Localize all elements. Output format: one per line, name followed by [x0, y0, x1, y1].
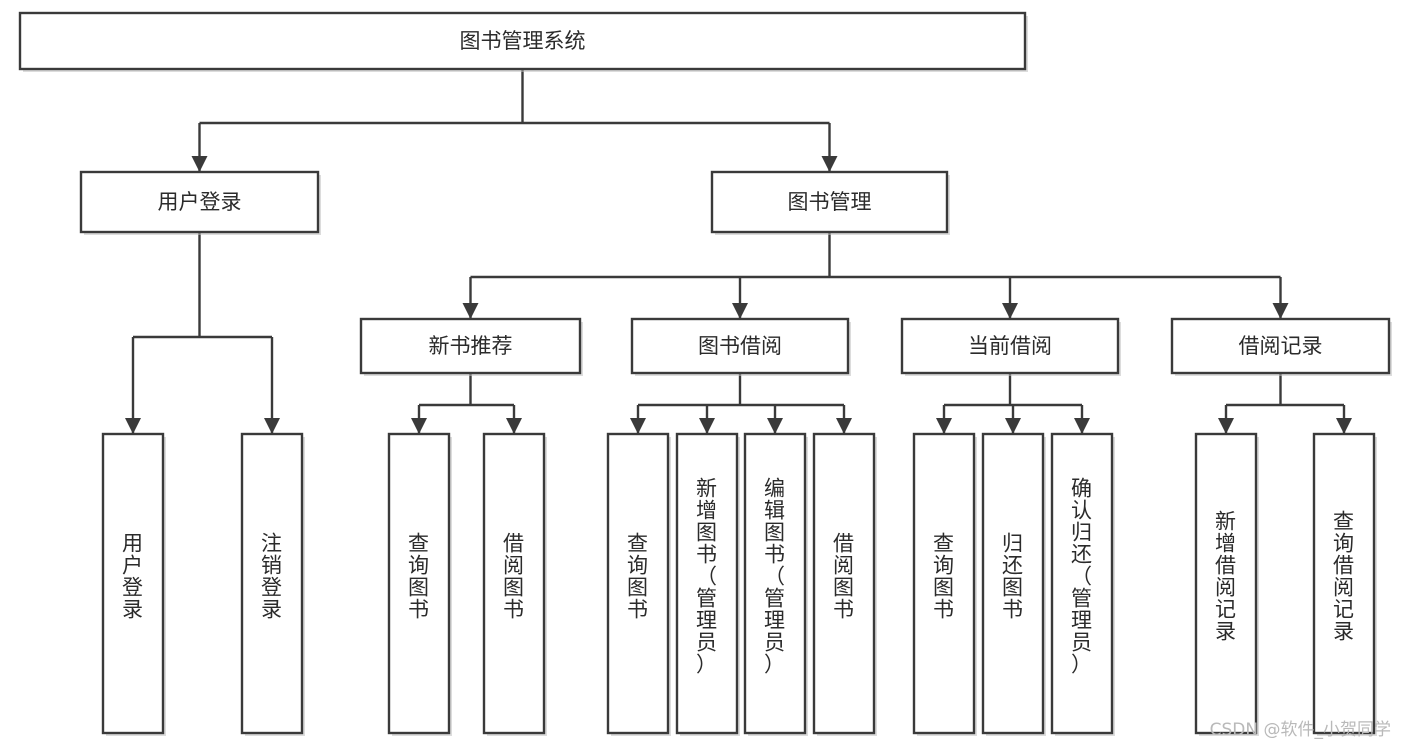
node-box[interactable]	[482, 432, 546, 735]
arrow-head-icon	[506, 418, 522, 434]
node-label: 借阅图书	[833, 532, 855, 622]
connector-current-borrow	[936, 373, 1090, 434]
connector-new-book-recommend	[411, 373, 522, 434]
node-label: 查询图书	[408, 532, 430, 622]
arrow-head-icon	[836, 418, 852, 434]
node-box[interactable]	[1050, 432, 1114, 735]
arrow-head-icon	[699, 418, 715, 434]
node-leaf-add-borrow-record[interactable]: 新增借阅记录	[1194, 432, 1259, 736]
node-leaf-query-book-recommend[interactable]: 查询图书	[387, 432, 452, 736]
connector-book-borrow	[630, 373, 852, 434]
arrow-head-icon	[191, 156, 208, 172]
node-label: 新增图书（管理员）	[696, 477, 718, 677]
node-leaf-edit-book[interactable]: 编辑图书（管理员）	[743, 432, 808, 736]
node-label: 查询图书	[933, 532, 955, 622]
node-label: 编辑图书（管理员）	[764, 477, 786, 677]
node-box[interactable]	[812, 432, 876, 735]
watermark-text: CSDN @软件_小贺同学	[1209, 720, 1391, 740]
node-box[interactable]	[743, 432, 807, 735]
node-box[interactable]	[387, 432, 451, 735]
node-box[interactable]	[606, 432, 670, 735]
arrow-head-icon	[821, 156, 838, 172]
node-label: 新增借阅记录	[1215, 510, 1237, 644]
node-box[interactable]	[675, 432, 739, 735]
node-box[interactable]	[18, 11, 1027, 71]
arrow-head-icon	[1272, 303, 1289, 319]
node-box[interactable]	[240, 432, 304, 735]
node-label: 新书推荐	[429, 334, 513, 358]
node-label: 用户登录	[158, 190, 242, 214]
node-label: 图书管理系统	[460, 29, 586, 53]
arrow-head-icon	[1336, 418, 1352, 434]
node-box[interactable]	[710, 170, 949, 234]
arrow-head-icon	[1074, 418, 1090, 434]
node-label: 注销登录	[261, 532, 283, 622]
node-leaf-borrow-book-recommend[interactable]: 借阅图书	[482, 432, 547, 736]
arrow-head-icon	[411, 418, 427, 434]
node-book-management[interactable]: 图书管理	[710, 170, 950, 235]
connector-layer	[125, 69, 1352, 434]
node-new-book-recommend[interactable]: 新书推荐	[359, 317, 583, 376]
node-box[interactable]	[1194, 432, 1258, 735]
node-box[interactable]	[900, 317, 1120, 375]
node-box[interactable]	[79, 170, 320, 234]
node-leaf-query-book-current[interactable]: 查询图书	[912, 432, 977, 736]
connector-book-management	[462, 232, 1289, 319]
node-box[interactable]	[1312, 432, 1376, 735]
node-label: 查询借阅记录	[1333, 510, 1355, 644]
arrow-head-icon	[264, 418, 280, 434]
node-user-login[interactable]: 用户登录	[79, 170, 321, 235]
node-label: 当前借阅	[968, 334, 1052, 358]
node-root[interactable]: 图书管理系统	[18, 11, 1028, 72]
arrow-head-icon	[1002, 303, 1018, 319]
node-leaf-query-borrow-record[interactable]: 查询借阅记录	[1312, 432, 1377, 736]
node-label: 用户登录	[122, 532, 144, 622]
node-leaf-borrow-book[interactable]: 借阅图书	[812, 432, 877, 736]
node-box[interactable]	[101, 432, 165, 735]
node-box[interactable]	[912, 432, 976, 735]
arrow-head-icon	[1005, 418, 1021, 434]
node-label: 归还图书	[1002, 532, 1024, 622]
node-leaf-confirm-return[interactable]: 确认归还（管理员）	[1050, 432, 1115, 736]
connector-root	[191, 69, 838, 172]
node-layer: 图书管理系统用户登录图书管理新书推荐图书借阅当前借阅借阅记录用户登录注销登录查询…	[18, 11, 1392, 736]
node-leaf-return-book[interactable]: 归还图书	[981, 432, 1046, 736]
connector-user-login	[125, 232, 280, 434]
arrow-head-icon	[1218, 418, 1234, 434]
node-box[interactable]	[981, 432, 1045, 735]
arrow-head-icon	[462, 303, 479, 319]
arrow-head-icon	[767, 418, 783, 434]
arrow-head-icon	[732, 303, 748, 319]
node-borrow-record[interactable]: 借阅记录	[1170, 317, 1392, 376]
arrow-head-icon	[125, 418, 141, 434]
node-current-borrow[interactable]: 当前借阅	[900, 317, 1121, 376]
arrow-head-icon	[936, 418, 952, 434]
node-label: 借阅图书	[503, 532, 525, 622]
node-box[interactable]	[630, 317, 850, 375]
node-leaf-query-book-borrow[interactable]: 查询图书	[606, 432, 671, 736]
connector-borrow-record	[1218, 373, 1352, 434]
node-leaf-user-login[interactable]: 用户登录	[101, 432, 166, 736]
node-label: 图书借阅	[698, 334, 782, 358]
arrow-head-icon	[630, 418, 646, 434]
node-leaf-logout-login[interactable]: 注销登录	[240, 432, 305, 736]
node-book-borrow[interactable]: 图书借阅	[630, 317, 851, 376]
node-leaf-add-book[interactable]: 新增图书（管理员）	[675, 432, 740, 736]
node-label: 图书管理	[788, 190, 872, 214]
node-label: 借阅记录	[1239, 334, 1323, 358]
node-box[interactable]	[1170, 317, 1391, 375]
node-label: 确认归还（管理员）	[1071, 477, 1093, 677]
node-label: 查询图书	[627, 532, 649, 622]
node-box[interactable]	[359, 317, 582, 375]
